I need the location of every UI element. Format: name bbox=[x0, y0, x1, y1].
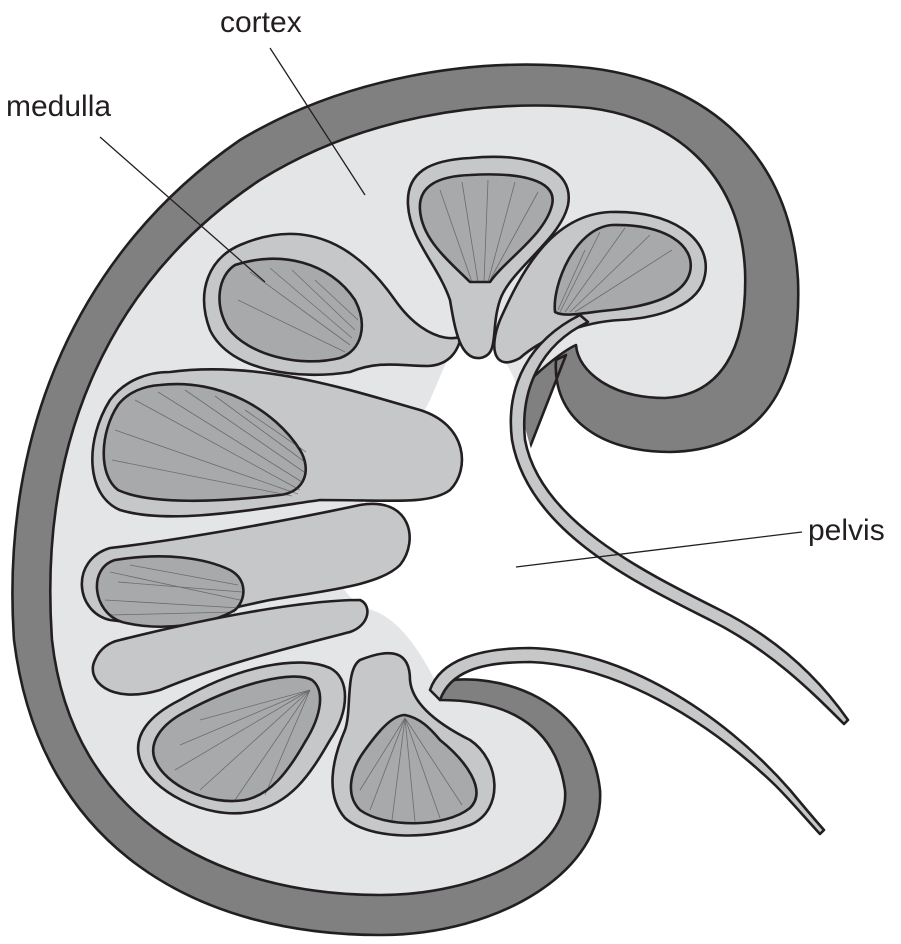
cortex-label: cortex bbox=[220, 6, 302, 39]
pelvis-label: pelvis bbox=[808, 514, 885, 547]
medulla-label: medulla bbox=[6, 90, 111, 123]
